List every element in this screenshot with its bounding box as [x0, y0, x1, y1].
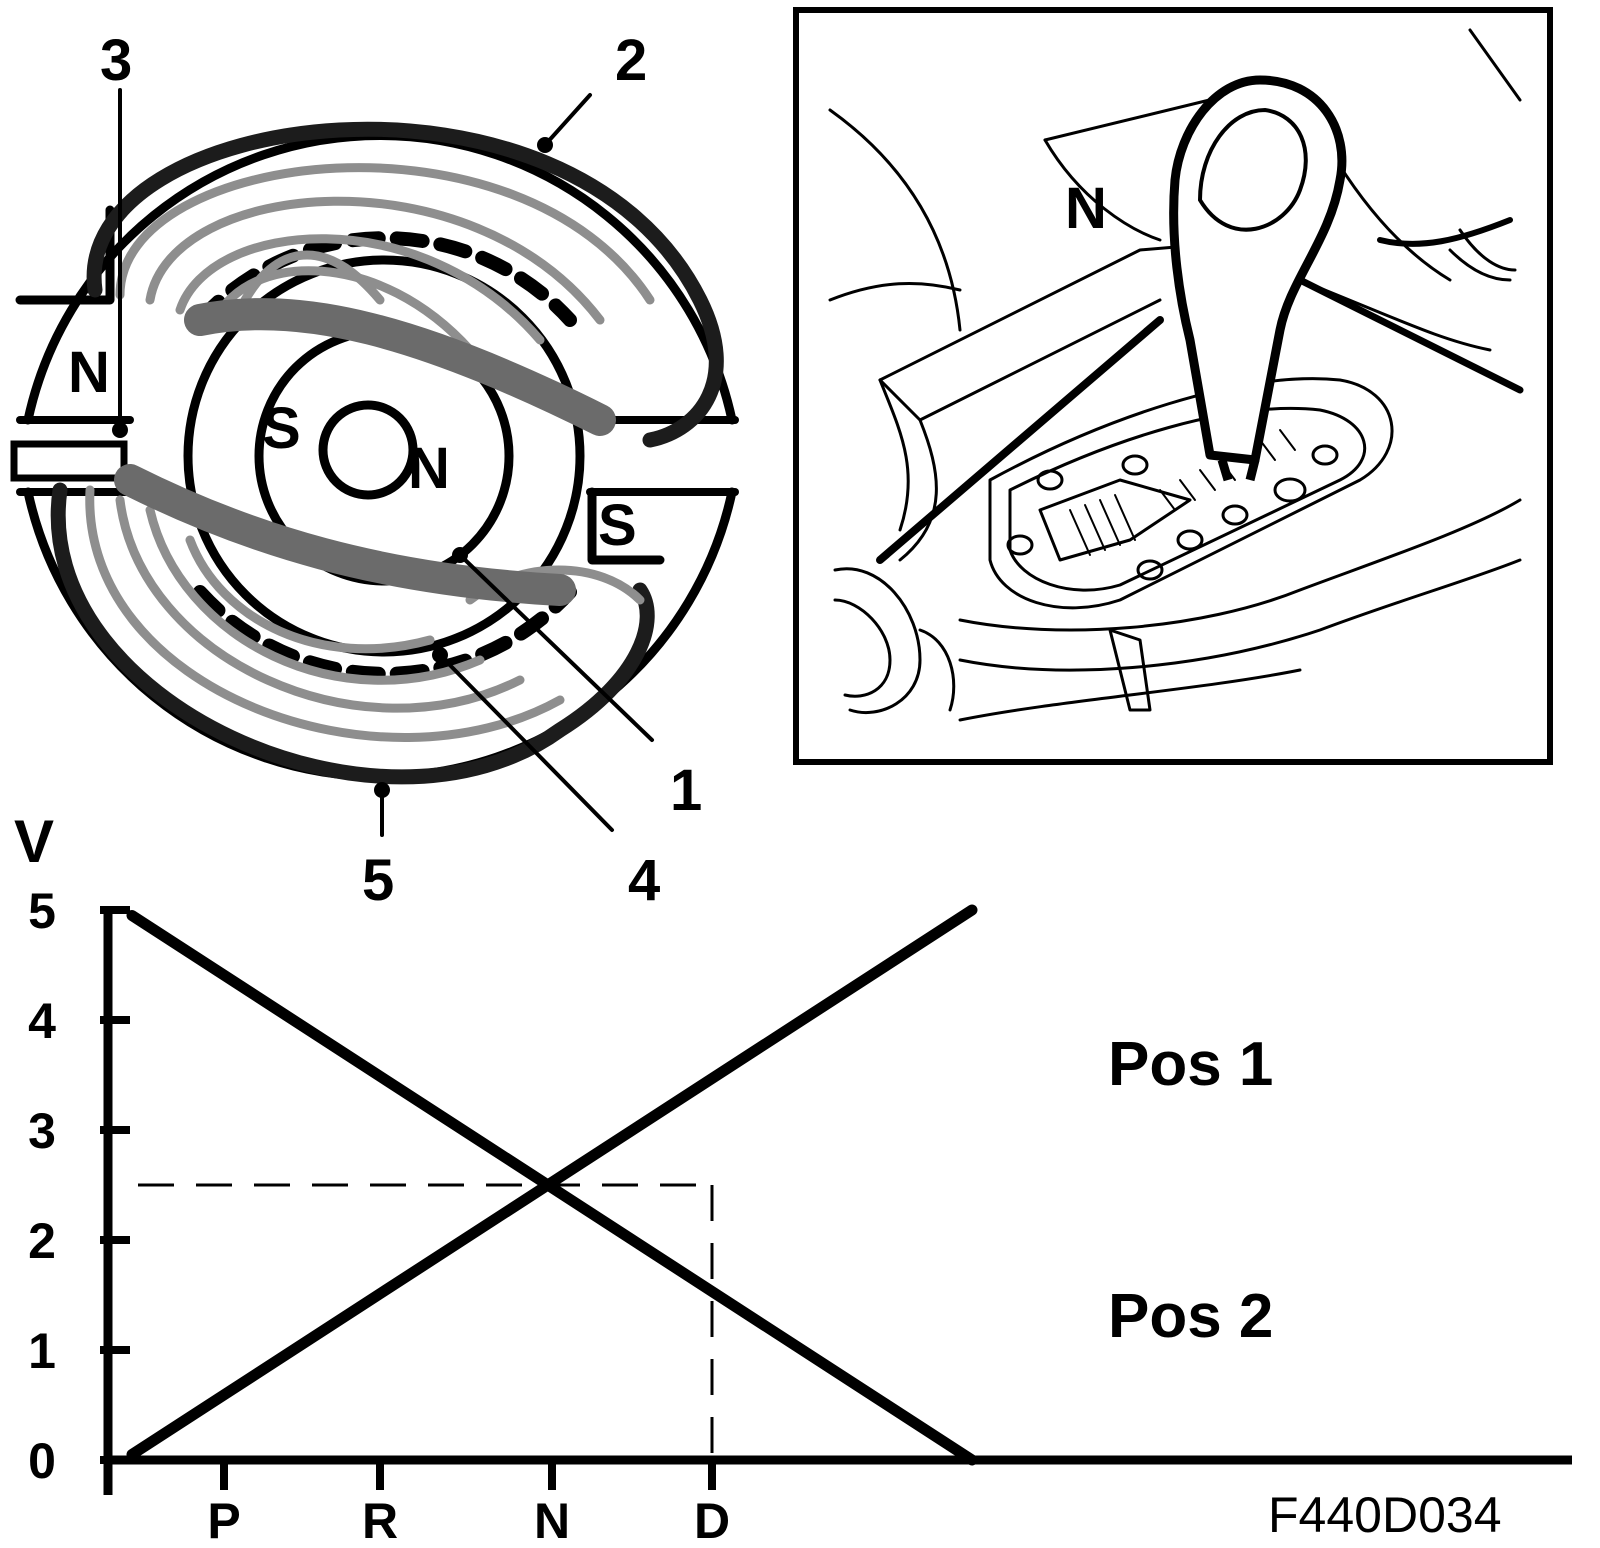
y-tick-label: 0	[28, 1433, 56, 1489]
y-tick-label: 3	[28, 1103, 56, 1159]
stator-pole-right: S	[598, 493, 637, 558]
inset-frame	[793, 7, 1553, 765]
x-tick-label: P	[207, 1493, 240, 1548]
shift-lever	[1169, 75, 1347, 482]
y-axis-label: V	[14, 808, 54, 875]
series-label-pos-2: Pos 2	[1108, 1282, 1273, 1351]
y-tick-label: 5	[28, 883, 56, 939]
stator-pole-left: N	[68, 340, 110, 405]
y-tick-label: 4	[28, 993, 56, 1049]
series-label-pos-1: Pos 1	[1108, 1030, 1273, 1099]
x-tick-label: R	[362, 1493, 398, 1548]
magnet-pole-left: S	[262, 396, 301, 461]
callout-3: 3	[100, 28, 132, 93]
y-tick-label: 2	[28, 1213, 56, 1269]
y-tick-label: 1	[28, 1323, 56, 1379]
callout-4: 4	[628, 848, 660, 913]
gear-selector-inset: N	[793, 7, 1553, 765]
upper-coil	[86, 121, 724, 448]
console-illustration	[828, 28, 1524, 722]
gear-letter: N	[1065, 176, 1107, 241]
series-line-pos-2	[126, 910, 978, 1466]
magnet-inner	[318, 400, 418, 500]
x-tick-label: N	[534, 1493, 570, 1548]
callout-2: 2	[615, 28, 647, 93]
voltage-chart: V 0 1 2 3 4 5 P R N D Pos 1 Pos 2	[14, 808, 1572, 1548]
callout-leaders	[112, 88, 654, 837]
callout-1: 1	[670, 758, 702, 823]
callout-5: 5	[362, 848, 394, 913]
magnet-pole-right: N	[408, 436, 450, 501]
x-tick-label: D	[694, 1493, 730, 1548]
figure-code: F440D034	[1268, 1487, 1502, 1543]
gap-plate	[10, 440, 128, 482]
magnetic-sensor-diagram: N S S N 1 2 3 4 5	[10, 28, 739, 913]
